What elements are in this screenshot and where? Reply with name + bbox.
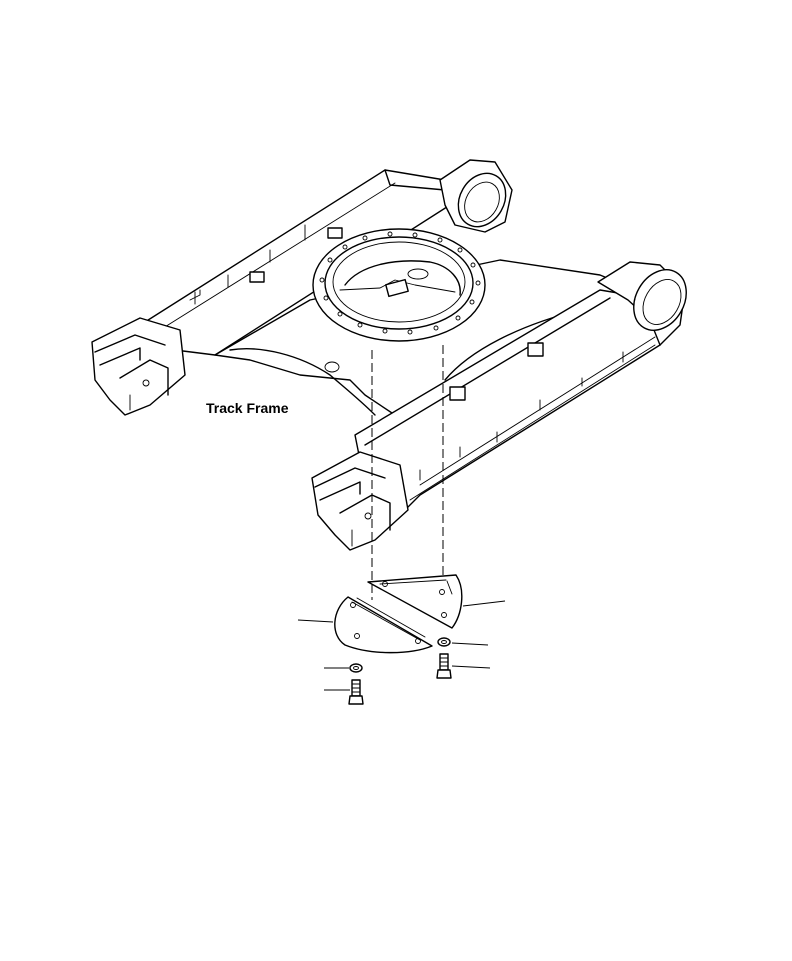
under-cover-plate-right xyxy=(367,574,463,629)
under-cover-plate-left xyxy=(334,596,433,654)
ring-bolt-holes xyxy=(319,231,481,335)
washer-icon xyxy=(349,637,451,673)
rail-fittings-upper xyxy=(194,224,343,305)
bolt-icon xyxy=(348,653,452,705)
track-frame-label: Track Frame xyxy=(206,400,289,416)
rail-fittings-lower xyxy=(419,342,624,481)
track-frame-illustration xyxy=(91,159,687,551)
assembly-centerlines xyxy=(371,345,444,600)
callout-leaders xyxy=(297,600,506,691)
